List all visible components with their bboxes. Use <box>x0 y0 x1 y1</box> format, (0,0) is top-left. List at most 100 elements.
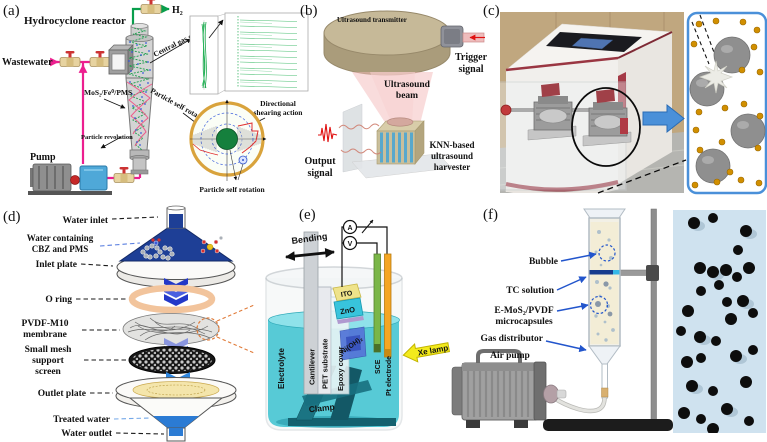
valve-icon <box>140 0 162 14</box>
ammeter-icon <box>342 219 358 235</box>
treated-water-fill <box>152 416 200 428</box>
panel-c-tag: (c) <box>483 3 500 19</box>
panel-d-tag: (d) <box>3 209 21 225</box>
mesh-screen <box>128 346 216 374</box>
measurement-circuit: A V <box>341 219 388 287</box>
valve-icon <box>113 166 135 183</box>
membrane-zoom-circle <box>196 317 220 341</box>
milling-inset <box>689 14 766 189</box>
harvester-label-1: KNN-based <box>429 140 474 150</box>
output-signal-waves <box>318 123 382 155</box>
wastewater-label: Wastewater <box>2 57 53 68</box>
panel-b: (b) Ultrasound transmitter Trigger signa… <box>300 3 488 179</box>
ball-mill-photo <box>500 12 684 193</box>
trajectory-plot-right <box>224 12 309 92</box>
microcapsule-photo <box>673 210 766 433</box>
pump-head <box>79 165 108 191</box>
hydrocyclone-body <box>108 23 154 175</box>
mesh-label-3: screen <box>35 367 61 377</box>
gas-distributor-label: Gas distributor <box>480 334 543 344</box>
xe-lamp-arrow: Xe lamp <box>402 342 451 363</box>
air-hose <box>553 396 606 413</box>
bending-label: Bending <box>291 231 328 246</box>
bending-arrow <box>285 248 335 261</box>
gas-outlet-pipe <box>131 0 170 30</box>
central-particle <box>216 128 238 150</box>
self-rotation-diagram <box>189 99 267 181</box>
treated-water-label: Treated water <box>53 415 111 425</box>
stand-base <box>543 419 673 431</box>
ultrasound-transmitter: Ultrasound transmitter <box>323 10 451 76</box>
bubble-column <box>552 208 626 414</box>
microcapsule-spheres <box>676 213 758 433</box>
directional-label-2: shearing action <box>254 108 304 117</box>
voltmeter-icon <box>342 235 358 251</box>
pt-electrode <box>384 253 392 358</box>
output-label-1: Output <box>304 156 336 167</box>
powder-particles <box>690 17 764 189</box>
harvester-assembly <box>342 103 453 179</box>
trigger-label-2: signal <box>458 64 483 75</box>
clamp-label: Clamp <box>308 402 335 415</box>
grinder-unit-right <box>582 89 632 147</box>
panel-c: (c) <box>483 3 767 195</box>
panel-f: (f) <box>451 207 766 433</box>
beam-label-1: Ultrasound <box>384 80 431 90</box>
water-containing-label-1: Water containing <box>27 233 94 243</box>
variable-resistor-icon <box>361 219 374 234</box>
directional-label-1: Directional <box>260 99 296 108</box>
bubble-highlight-circle <box>598 244 616 262</box>
catalyst-label: MoS₂/Fe⁰/PMS <box>84 88 132 97</box>
panel-d: (d) <box>3 205 255 442</box>
xe-lamp-label: Xe lamp <box>417 343 449 357</box>
sce-label: SCE <box>375 359 382 374</box>
air-pump-machine <box>451 349 567 428</box>
cbz-molecule <box>140 238 175 261</box>
ultrasound-beam <box>352 72 433 124</box>
gas-distributor-cone <box>588 345 621 365</box>
water-inlet-label: Water inlet <box>63 216 109 226</box>
bubble-label: Bubble <box>529 257 558 267</box>
shear-comb-right <box>237 126 261 152</box>
capsule-highlight-circle <box>589 295 609 315</box>
ammeter-label: A <box>347 225 352 232</box>
pvdf-membrane <box>122 304 255 354</box>
electrolyte-label: Electrolyte <box>277 348 286 389</box>
valve-icon <box>59 50 81 67</box>
mesh-label-2: support <box>32 356 65 366</box>
panel-e: (e) Clamp Cantilever Bending ITO ZnO Ni(… <box>265 207 451 431</box>
particle-revolution-label: Particle revolution <box>81 134 133 141</box>
ito-layer <box>332 283 362 302</box>
air-pump-label: Air pump <box>490 351 530 361</box>
water-containing-label-2: CBZ and PMS <box>32 244 89 254</box>
trigger-connector <box>440 25 485 48</box>
panel-a-tag: (a) <box>3 3 20 19</box>
membrane-label-2: membrane <box>23 330 67 340</box>
beam-label-2: beam <box>396 91 418 101</box>
pump <box>28 163 112 195</box>
harvester-label-2: ultrasound <box>431 151 473 161</box>
zno-label: ZnO <box>339 305 355 316</box>
clamp-knob <box>646 265 659 281</box>
valve-icon <box>89 50 111 67</box>
shear-comb-left <box>193 126 217 152</box>
o-ring <box>128 284 216 314</box>
retort-stand <box>543 208 673 431</box>
pms-molecule <box>200 236 223 254</box>
panel-a: (a) Hydrocyclone reactor H₂ Wastewater P… <box>2 0 309 195</box>
membrane-label-1: PVDF-M10 <box>22 319 69 329</box>
voltmeter-label: V <box>348 241 353 248</box>
particle-spiral <box>126 81 151 147</box>
rotation-caption: Particle self rotation <box>199 185 265 194</box>
o-ring-label: O ring <box>45 295 72 305</box>
inlet-plate-label: Inlet plate <box>36 260 77 270</box>
microcapsules-label-1: E-MoS₂/PVDF <box>494 306 554 316</box>
outlet-plate-label: Outlet plate <box>38 389 86 399</box>
h2-label: H₂ <box>172 5 183 16</box>
magnify-dash-line <box>597 159 687 194</box>
grinder-unit-left <box>527 83 577 141</box>
pt-electrode-label: Pt electrode <box>386 356 393 396</box>
ito-label: ITO <box>340 290 353 299</box>
panel-e-tag: (e) <box>299 207 316 223</box>
